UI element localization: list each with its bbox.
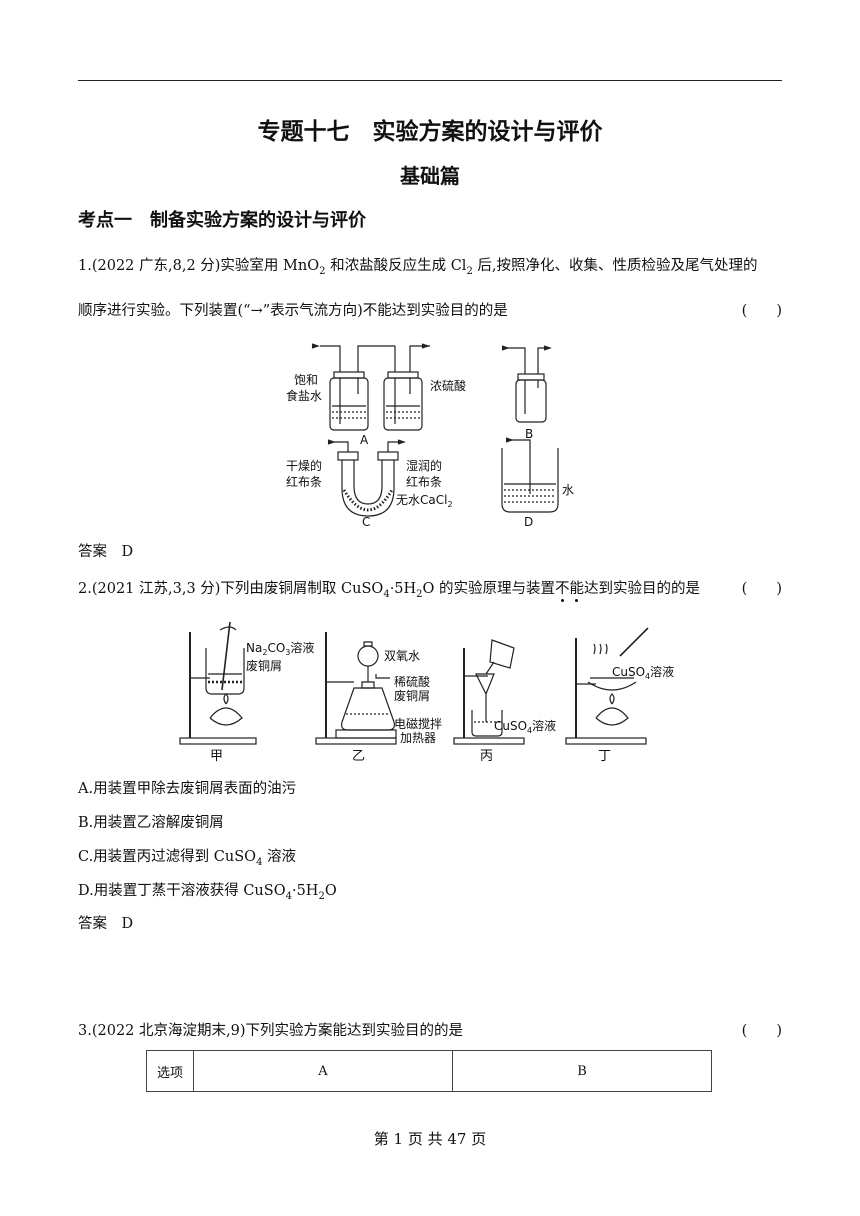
q1-fig-c-label2: 红布条	[286, 474, 322, 489]
q3-answer-paren: ( )	[741, 1023, 782, 1039]
q2-fig-bing-label: CuSO4溶液	[494, 718, 556, 735]
q1-fig-c-label1: 干燥的	[286, 458, 322, 473]
q2-fig-jia-label1: Na2CO3溶液	[246, 640, 314, 657]
table-header-b: B	[452, 1050, 712, 1092]
q1-fig-a-label2: 食盐水	[286, 388, 322, 403]
q2-fig-bing-caption: 丙	[480, 749, 493, 764]
q2-option-d: D.用装置丁蒸干溶液获得 CuSO4·5H2O	[78, 883, 337, 902]
table-header-a: A	[193, 1050, 453, 1092]
q2-answer-paren: ( )	[741, 581, 782, 597]
table-row: 选项 A B	[146, 1050, 712, 1092]
page-footer: 第 1 页 共 47 页	[373, 1130, 487, 1148]
q2-fig-yi-label2: 稀硫酸	[394, 674, 430, 689]
q1-fig-a-caption: A	[360, 433, 369, 447]
q1-fig-c-label3: 湿润的	[406, 458, 442, 473]
q1-answer: 答案 D	[78, 544, 134, 560]
q2-fig-ding-label: CuSO4溶液	[612, 664, 674, 681]
header-rule	[78, 80, 782, 81]
table-header-option: 选项	[146, 1050, 194, 1092]
page-subtitle: 基础篇	[400, 164, 460, 188]
q3-stem: 3.(2022 北京海淀期末,9)下列实验方案能达到实验目的的是	[78, 1023, 463, 1039]
page-title: 专题十七 实验方案的设计与评价	[257, 119, 603, 145]
q2-fig-ding-caption: 丁	[598, 749, 611, 764]
q1-apparatus-figure: 饱和 食盐水 浓硫酸 A B 干燥的 红布条 湿润的 红布条 无水CaCl2 C…	[280, 334, 590, 530]
q1-fig-c-label5: 无水CaCl2	[396, 493, 453, 509]
q2-fig-jia-label2: 废铜屑	[246, 658, 282, 673]
q1-stem-line1: 1.(2022 广东,8,2 分)实验室用 MnO2 和浓盐酸反应生成 Cl2 …	[78, 258, 758, 277]
q1-fig-b-caption: B	[525, 427, 533, 441]
q1-fig-a-label1: 饱和	[294, 372, 318, 387]
q2-apparatus-figure: Na2CO3溶液 废铜屑 甲 双氧水 稀硫酸 废铜屑 电磁搅拌 加热器 乙 Cu…	[176, 618, 686, 768]
q2-stem: 2.(2021 江苏,3,3 分)下列由废铜屑制取 CuSO4·5H2O 的实验…	[78, 581, 701, 600]
q2-fig-yi-label4: 电磁搅拌	[394, 716, 442, 731]
q1-stem-line2: 顺序进行实验。下列装置(“→”表示气流方向)不能达到实验目的的是	[78, 303, 508, 319]
q2-option-c: C.用装置丙过滤得到 CuSO4 溶液	[78, 849, 297, 868]
q1-fig-a-label3: 浓硫酸	[430, 378, 466, 393]
q2-fig-yi-caption: 乙	[352, 749, 365, 764]
q2-fig-yi-label3: 废铜屑	[394, 688, 430, 703]
q2-fig-jia-caption: 甲	[210, 749, 223, 764]
q1-fig-d-label: 水	[562, 483, 574, 497]
q2-fig-yi-label1: 双氧水	[384, 649, 420, 663]
q2-option-a: A.用装置甲除去废铜屑表面的油污	[78, 781, 297, 797]
q2-fig-yi-label5: 加热器	[400, 731, 436, 745]
q1-answer-paren: ( )	[741, 303, 782, 319]
q2-answer: 答案 D	[78, 916, 134, 932]
q1-fig-c-caption: C	[362, 515, 370, 529]
q2-option-b: B.用装置乙溶解废铜屑	[78, 815, 224, 831]
q1-fig-d-caption: D	[524, 515, 533, 529]
q1-fig-c-label4: 红布条	[406, 474, 442, 489]
q3-options-table: 选项 A B	[146, 1050, 712, 1092]
section-heading: 考点一 制备实验方案的设计与评价	[78, 210, 366, 231]
